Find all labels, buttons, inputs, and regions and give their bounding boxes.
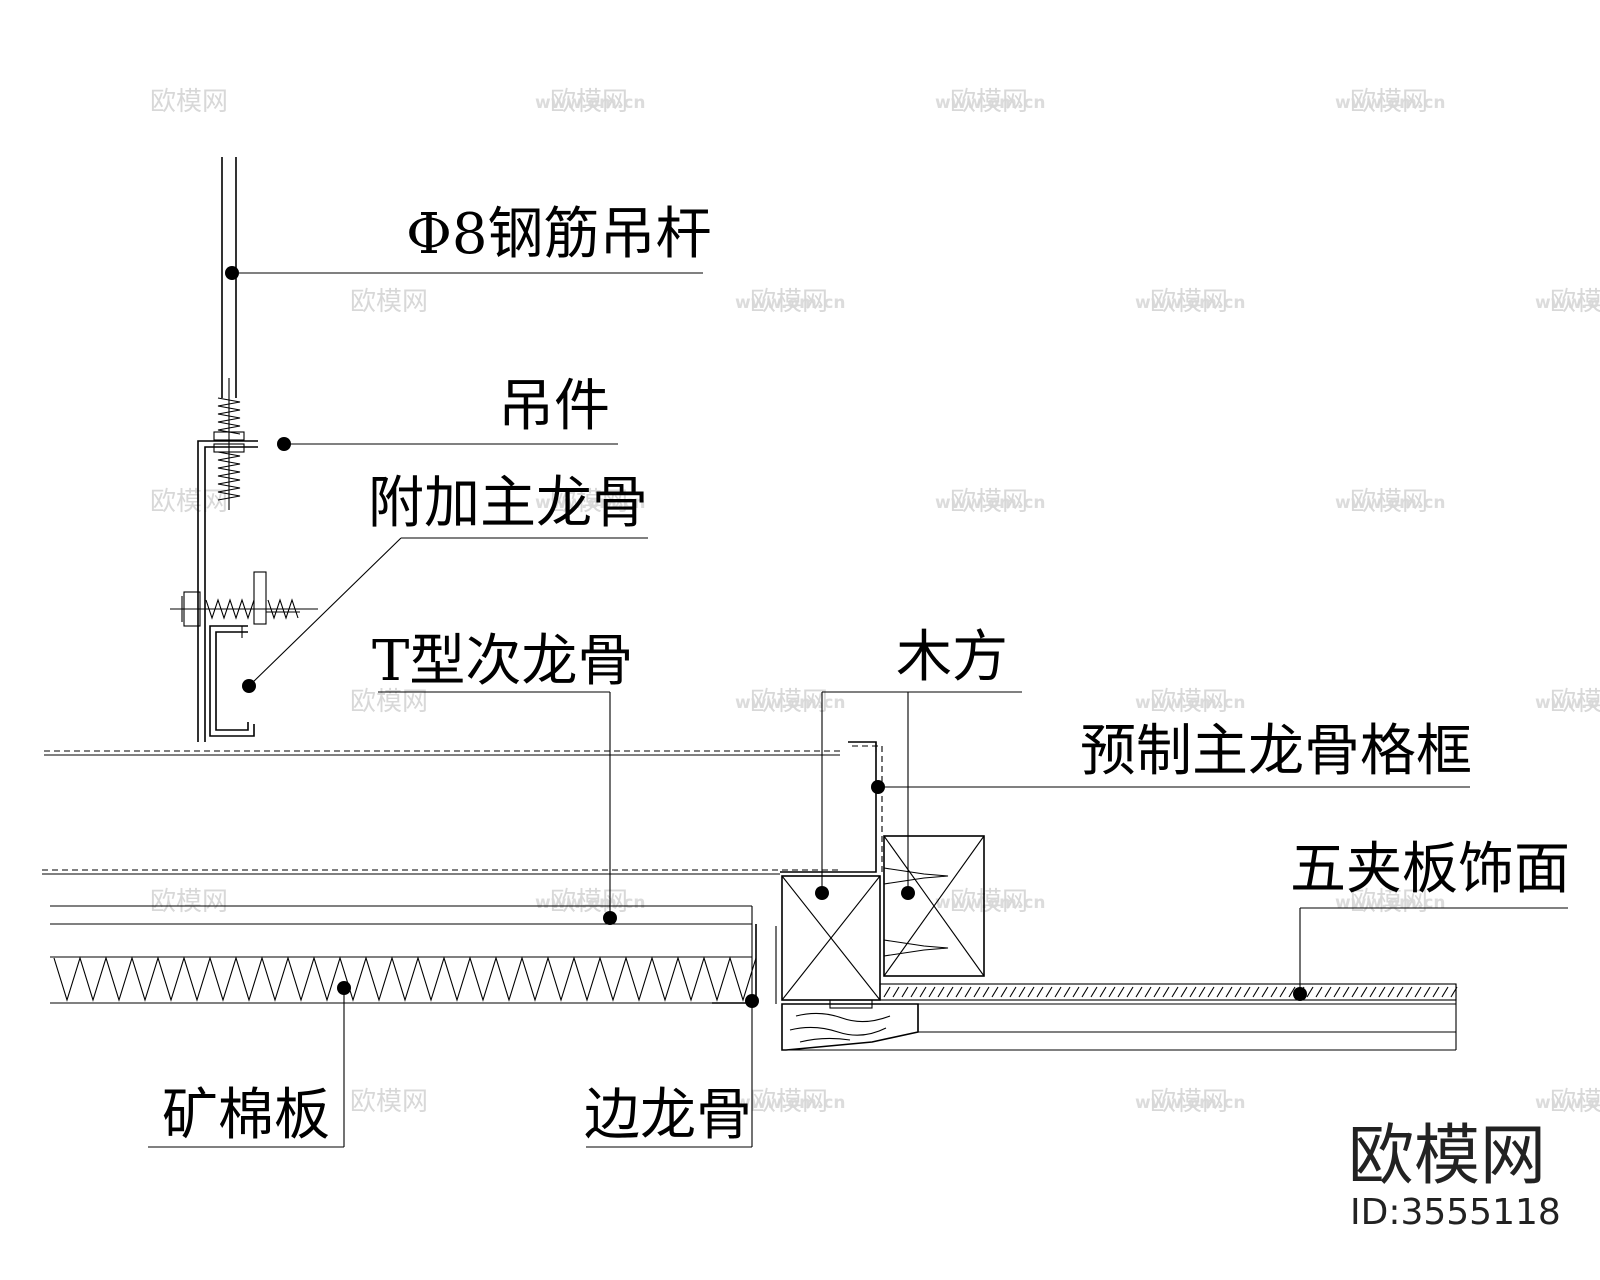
watermark-tile-url: www.om.cn bbox=[935, 93, 1046, 113]
brand-watermark-id: ID:3555118 bbox=[1350, 1192, 1561, 1233]
watermark-tile-logo: 欧模网 bbox=[150, 487, 228, 517]
wood-batten-right bbox=[883, 835, 985, 977]
label-hanger-piece: 吊件 bbox=[498, 374, 610, 439]
watermark-tile-url: www.om.cn bbox=[1535, 293, 1600, 313]
extra-main-keel-profile bbox=[209, 625, 255, 737]
hanger-bracket bbox=[170, 440, 318, 742]
watermark-tile-logo: 欧模网 bbox=[550, 487, 628, 517]
watermark-tile-url: www.om.cn bbox=[735, 293, 846, 313]
watermark-tile-url: www.om.cn bbox=[735, 693, 846, 713]
watermark-tile-logo: 欧模网 bbox=[1150, 1087, 1228, 1117]
watermark-tile-url: www.om.cn bbox=[1335, 493, 1446, 513]
watermark-tile-logo: 欧模网 bbox=[750, 1087, 828, 1117]
watermark-tile-url: www.om.cn bbox=[1335, 93, 1446, 113]
watermark-tile-url: www.om.cn bbox=[935, 493, 1046, 513]
ceiling-layers bbox=[42, 750, 840, 1004]
label-plywood-face: 五夹板饰面 bbox=[1290, 837, 1570, 902]
watermark-tile-logo: 欧模网 bbox=[1350, 87, 1428, 117]
watermark-tile-url: www.om.cn bbox=[1535, 1093, 1600, 1113]
brand-watermark-logo: 欧模网 bbox=[1348, 1117, 1546, 1194]
label-wood-batten: 木方 bbox=[896, 625, 1008, 690]
label-extra-main-keel: 附加主龙骨 bbox=[368, 471, 648, 536]
watermark-tile-logo: 欧模网 bbox=[1550, 687, 1600, 717]
watermark-tile-url: www.om.cn bbox=[535, 493, 646, 513]
watermark-tile-logo: 欧模网 bbox=[350, 287, 428, 317]
watermark-tile-url: www.om.cn bbox=[1535, 693, 1600, 713]
watermark-tile-logo: 欧模网 bbox=[1350, 887, 1428, 917]
rebar-hanger-rod bbox=[213, 157, 245, 510]
watermark-tile-logo: 欧模网 bbox=[950, 887, 1028, 917]
watermark-tile-logo: 欧模网 bbox=[950, 87, 1028, 117]
watermark-tile-url: www.om.cn bbox=[1135, 1093, 1246, 1113]
watermark-tile-logo: 欧模网 bbox=[1350, 487, 1428, 517]
prefab-keel-frame-profile bbox=[780, 741, 883, 873]
label-rebar-hanger: Φ8钢筋吊杆 bbox=[406, 202, 712, 267]
watermark-tile-logo: 欧模网 bbox=[1550, 287, 1600, 317]
label-t-secondary-keel: T型次龙骨 bbox=[372, 629, 633, 694]
label-edge-keel: 边龙骨 bbox=[584, 1083, 752, 1148]
watermark-tile-logo: 欧模网 bbox=[150, 87, 228, 117]
watermark-tile-logo: 欧模网 bbox=[750, 687, 828, 717]
watermark-tile-logo: 欧模网 bbox=[950, 487, 1028, 517]
watermark-tile-url: www.om.cn bbox=[535, 93, 646, 113]
watermark-tile-url: www.om.cn bbox=[1135, 293, 1246, 313]
wood-trim-strip bbox=[781, 999, 919, 1051]
watermark-tile-logo: 欧模网 bbox=[550, 887, 628, 917]
watermark-tile-url: www.om.cn bbox=[535, 893, 646, 913]
label-mineral-wool-board: 矿棉板 bbox=[162, 1083, 330, 1148]
watermark-tiles: 欧模网www.om.cn欧模网www.om.cn欧模网www.om.cn欧模网w… bbox=[150, 87, 1600, 1117]
watermark-tile-logo: 欧模网 bbox=[1550, 1087, 1600, 1117]
watermark-tile-url: www.om.cn bbox=[1135, 693, 1246, 713]
watermark-tile-logo: 欧模网 bbox=[350, 1087, 428, 1117]
leader-dots bbox=[225, 266, 1307, 1008]
watermark-tile-logo: 欧模网 bbox=[550, 87, 628, 117]
watermark-tile-logo: 欧模网 bbox=[750, 287, 828, 317]
watermark-tile-logo: 欧模网 bbox=[1150, 687, 1228, 717]
watermark-tile-url: www.om.cn bbox=[735, 1093, 846, 1113]
leader-lines bbox=[148, 272, 1568, 1148]
watermark-tile-url: www.om.cn bbox=[935, 893, 1046, 913]
edge-keel-profile bbox=[712, 924, 757, 1004]
label-prefab-keel-frame: 预制主龙骨格框 bbox=[1080, 719, 1472, 784]
watermark-tile-logo: 欧模网 bbox=[1150, 287, 1228, 317]
watermark-tile-logo: 欧模网 bbox=[150, 887, 228, 917]
